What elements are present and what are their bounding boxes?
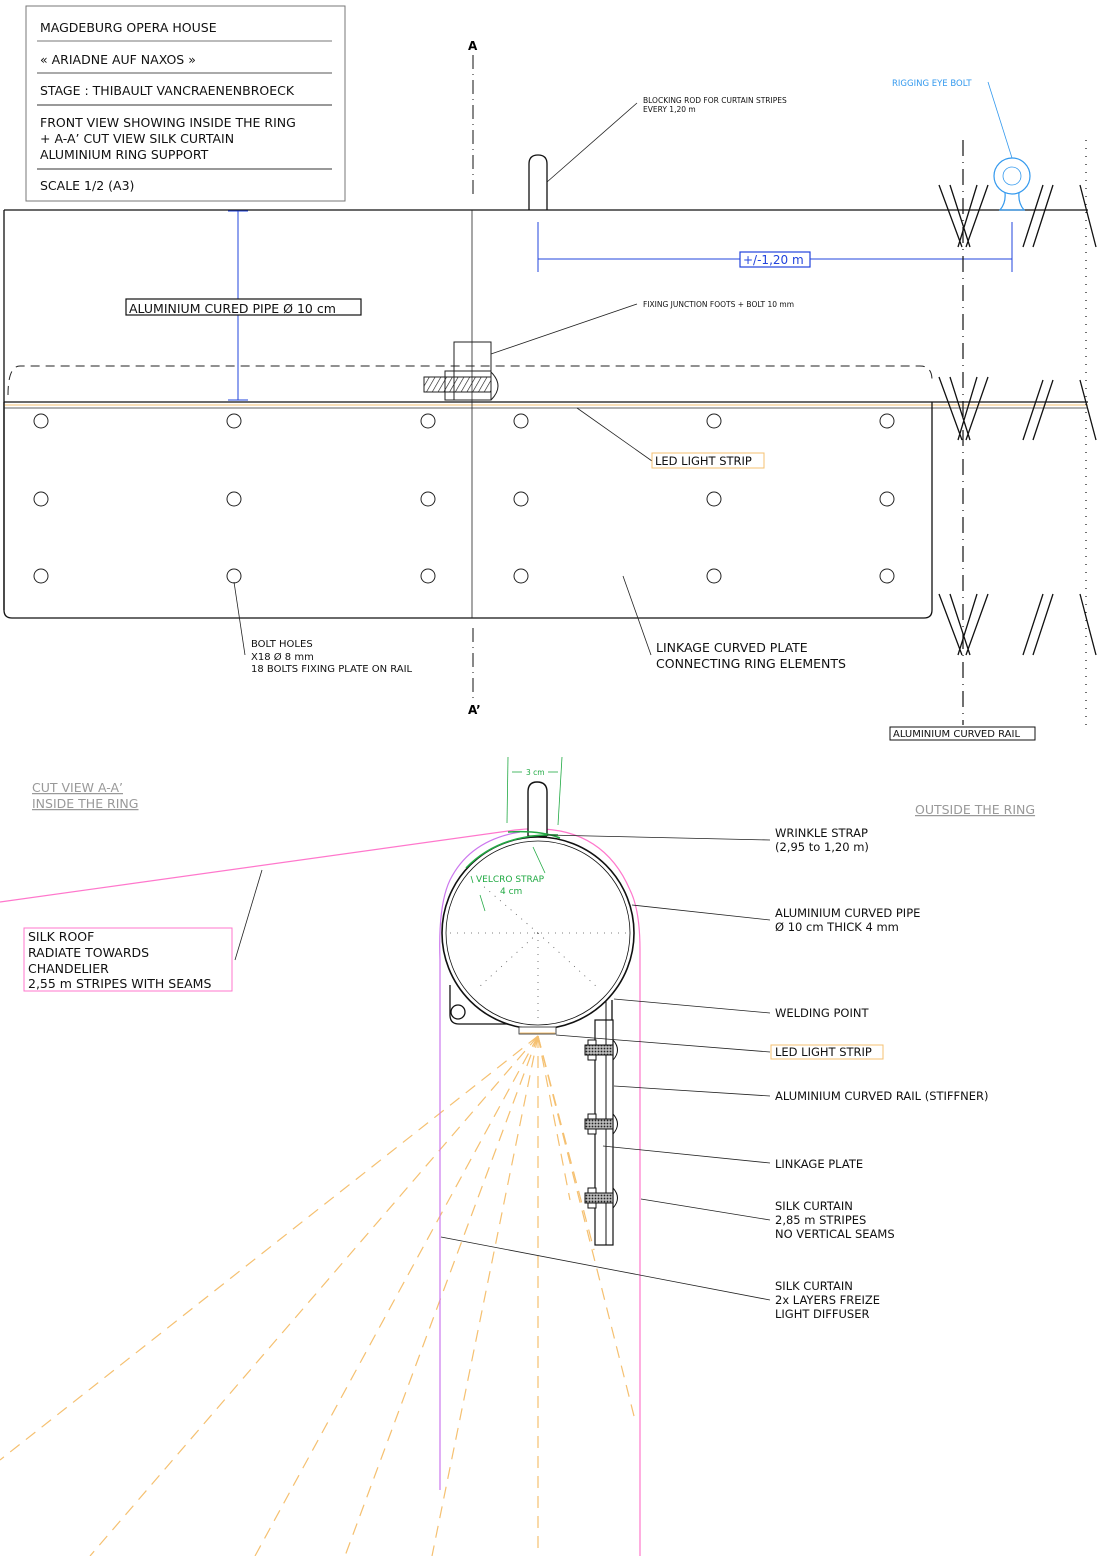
rigging-eye-bolt-icon <box>987 81 1031 211</box>
outside-ring-label: OUTSIDE THE RING <box>915 802 1035 817</box>
blocking-rod-label: EVERY 1,20 m <box>643 105 696 114</box>
bolt-hole <box>706 491 722 507</box>
inside-ring-label: INSIDE THE RING <box>32 796 138 811</box>
pipe-callout: Ø 10 cm THICK 4 mm <box>775 920 899 934</box>
linkage-plate-label: CONNECTING RING ELEMENTS <box>656 656 846 671</box>
led-light-rays <box>0 1035 636 1556</box>
bolt-holes-label: 18 BOLTS FIXING PLATE ON RAIL <box>251 664 413 675</box>
silk-curtain-callout: SILK CURTAIN <box>775 1199 853 1213</box>
break-marks <box>938 184 1097 656</box>
description-line: ALUMINIUM RING SUPPORT <box>40 147 209 162</box>
section-mark-bottom: A’ <box>468 703 481 717</box>
spacing-dimension: +/-1,20 m <box>743 253 804 267</box>
pipe-label: ALUMINIUM CURED PIPE Ø 10 cm <box>129 301 336 316</box>
scale-text: SCALE 1/2 (A3) <box>40 178 134 193</box>
diffuser-callout: LIGHT DIFFUSER <box>775 1307 870 1321</box>
bolt-holes-label: X18 Ø 8 mm <box>251 651 314 663</box>
bolt-holes <box>33 413 895 584</box>
wrinkle-strap-label: WRINKLE STRAP <box>775 826 868 840</box>
blocking-rod-label: BLOCKING ROD FOR CURTAIN STRIPES <box>643 96 787 105</box>
rail-callout: ALUMINIUM CURVED RAIL (STIFFNER) <box>775 1089 989 1103</box>
title-block: MAGDEBURG OPERA HOUSE « ARIADNE AUF NAXO… <box>25 5 346 202</box>
bolt-hole <box>879 568 895 584</box>
blocking-rod <box>528 154 548 210</box>
bolt-hole <box>226 568 242 584</box>
bolt-hole <box>706 413 722 429</box>
description-line: + A-A’ CUT VIEW SILK CURTAIN <box>40 131 234 146</box>
silk-curtain-inner <box>439 831 521 1490</box>
bolt-hole <box>226 491 242 507</box>
welding-point-label: WELDING POINT <box>775 1006 869 1020</box>
rail-label: ALUMINIUM CURVED RAIL <box>893 729 1020 740</box>
diffuser-callout: SILK CURTAIN <box>775 1279 853 1293</box>
silk-curtain-callout: NO VERTICAL SEAMS <box>775 1227 895 1241</box>
bolt-hole <box>33 413 49 429</box>
front-view: A A’ ALUMINIUM CURED PIPE Ø 10 cm BLOCKI… <box>3 39 1097 741</box>
bolt-hole <box>226 413 242 429</box>
light-ray <box>431 1035 539 1556</box>
section-mark-top: A <box>468 39 478 53</box>
linkage-plate-callout: LINKAGE PLATE <box>775 1157 863 1171</box>
silk-roof-label: SILK ROOF <box>28 929 94 944</box>
inside-ring-label: CUT VIEW A-A’ <box>32 780 123 795</box>
bolt-holes-label: BOLT HOLES <box>251 639 313 650</box>
light-ray <box>0 1035 539 1461</box>
silk-roof-label: CHANDELIER <box>28 961 109 976</box>
pipe-callout: ALUMINIUM CURVED PIPE <box>775 906 920 920</box>
light-ray <box>537 1035 595 1251</box>
bolt-hole <box>879 413 895 429</box>
production-text: « ARIADNE AUF NAXOS » <box>40 52 196 67</box>
junction-foot <box>423 341 499 401</box>
silk-roof-label: 2,55 m STRIPES WITH SEAMS <box>28 976 211 991</box>
venue-text: MAGDEBURG OPERA HOUSE <box>40 20 217 35</box>
bolt-hole <box>513 491 529 507</box>
cut-view: CUT VIEW A-A’ INSIDE THE RING OUTSIDE TH… <box>0 756 1035 1556</box>
silk-roof-label: RADIATE TOWARDS <box>28 945 149 960</box>
led-strip-callout: LED LIGHT STRIP <box>775 1045 872 1059</box>
bolts <box>584 1039 618 1209</box>
rigging-eye-bolt-label: RIGGING EYE BOLT <box>892 79 972 89</box>
bolt-hole <box>706 568 722 584</box>
bolt-hole <box>33 491 49 507</box>
bolt-hole <box>33 568 49 584</box>
bolt-hole <box>420 491 436 507</box>
light-ray <box>537 1035 636 1421</box>
velcro-label: 4 cm <box>500 887 522 897</box>
stage-text: STAGE : THIBAULT VANCRAENENBROECK <box>40 83 295 98</box>
led-strip-label: LED LIGHT STRIP <box>655 454 752 468</box>
linkage-plate-label: LINKAGE CURVED PLATE <box>656 640 808 655</box>
fixing-junction-label: FIXING JUNCTION FOOTS + BOLT 10 mm <box>643 300 794 309</box>
bolt-hole <box>513 413 529 429</box>
wrinkle-strap-label: (2,95 to 1,20 m) <box>775 840 869 854</box>
description-line: FRONT VIEW SHOWING INSIDE THE RING <box>40 115 296 130</box>
silk-curtain-callout: 2,85 m STRIPES <box>775 1213 866 1227</box>
bolt-hole <box>420 568 436 584</box>
bolt-icon <box>584 1039 618 1061</box>
velcro-label: VELCRO STRAP <box>476 875 545 885</box>
bolt-hole <box>420 413 436 429</box>
bolt-icon <box>584 1113 618 1135</box>
light-ray <box>89 1035 539 1556</box>
rod-width-dim: 3 cm <box>526 768 545 777</box>
light-ray <box>537 1035 571 1201</box>
light-ray <box>254 1035 539 1556</box>
linkage-plate <box>3 402 933 619</box>
light-ray <box>344 1035 539 1556</box>
diffuser-callout: 2x LAYERS FREIZE <box>775 1293 880 1307</box>
bolt-hole <box>879 491 895 507</box>
bolt-hole <box>513 568 529 584</box>
bolt-icon <box>584 1187 618 1209</box>
